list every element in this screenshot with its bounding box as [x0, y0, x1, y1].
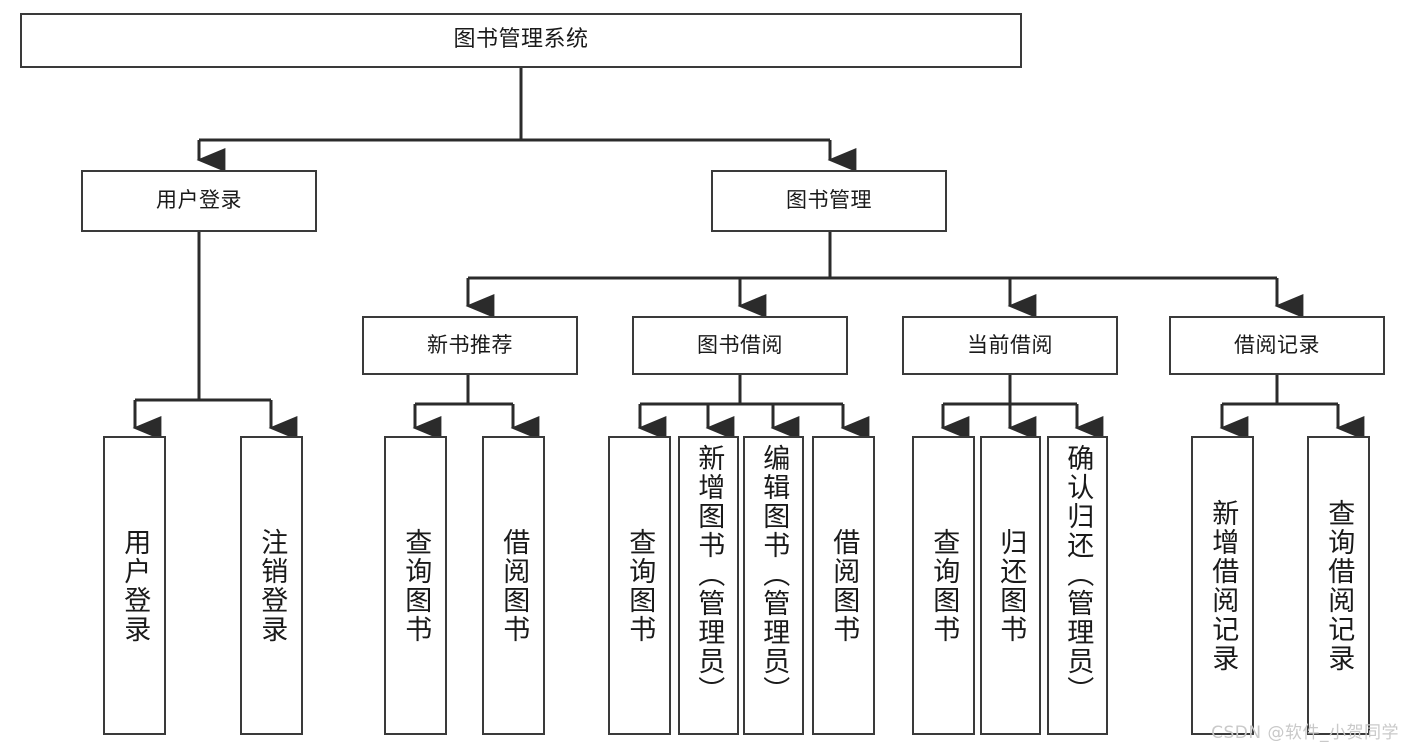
leaf-return-book[interactable]: 归还图书 — [980, 436, 1041, 735]
node-label: 查询图书 — [400, 527, 432, 644]
node-new-book-recommend[interactable]: 新书推荐 — [362, 316, 578, 375]
leaf-logout-login[interactable]: 注销登录 — [240, 436, 303, 735]
node-label: 借阅图书 — [828, 527, 860, 644]
node-label: 新增借阅记录 — [1207, 498, 1239, 673]
leaf-add-borrow-record[interactable]: 新增借阅记录 — [1191, 436, 1254, 735]
leaf-query-book-current[interactable]: 查询图书 — [912, 436, 975, 735]
node-label: 用户登录 — [119, 527, 151, 644]
leaf-confirm-return[interactable]: 确认归还（管理员） — [1047, 436, 1108, 735]
node-label: 确认归还（管理员） — [1062, 444, 1094, 705]
node-label: 图书借阅 — [697, 332, 783, 357]
leaf-query-book-borrow[interactable]: 查询图书 — [608, 436, 671, 735]
node-label: 注销登录 — [256, 527, 288, 644]
leaf-borrow-book-borrow[interactable]: 借阅图书 — [812, 436, 875, 735]
csdn-watermark: CSDN @软件_小贺同学 — [1211, 723, 1399, 743]
leaf-query-borrow-record[interactable]: 查询借阅记录 — [1307, 436, 1370, 735]
node-label: 查询图书 — [624, 527, 656, 644]
node-label: 当前借阅 — [967, 332, 1053, 357]
node-root-system[interactable]: 图书管理系统 — [20, 13, 1022, 68]
node-label: 查询图书 — [928, 527, 960, 644]
node-current-borrow[interactable]: 当前借阅 — [902, 316, 1118, 375]
node-label: 新增图书（管理员） — [693, 444, 725, 705]
node-label: 查询借阅记录 — [1323, 498, 1355, 673]
node-label: 借阅图书 — [498, 527, 530, 644]
leaf-borrow-book-recommend[interactable]: 借阅图书 — [482, 436, 545, 735]
node-label: 归还图书 — [995, 527, 1027, 644]
node-label: 新书推荐 — [427, 332, 513, 357]
node-book-manage[interactable]: 图书管理 — [711, 170, 947, 232]
leaf-edit-book[interactable]: 编辑图书（管理员） — [743, 436, 804, 735]
node-label: 编辑图书（管理员） — [758, 444, 790, 705]
node-label: 用户登录 — [156, 188, 242, 213]
node-borrow-record[interactable]: 借阅记录 — [1169, 316, 1385, 375]
node-label: 图书管理系统 — [453, 27, 589, 53]
node-user-login[interactable]: 用户登录 — [81, 170, 317, 232]
node-label: 图书管理 — [786, 188, 872, 213]
node-book-borrow[interactable]: 图书借阅 — [632, 316, 848, 375]
leaf-user-login[interactable]: 用户登录 — [103, 436, 166, 735]
node-label: 借阅记录 — [1234, 332, 1320, 357]
leaf-query-book-recommend[interactable]: 查询图书 — [384, 436, 447, 735]
leaf-add-book[interactable]: 新增图书（管理员） — [678, 436, 739, 735]
